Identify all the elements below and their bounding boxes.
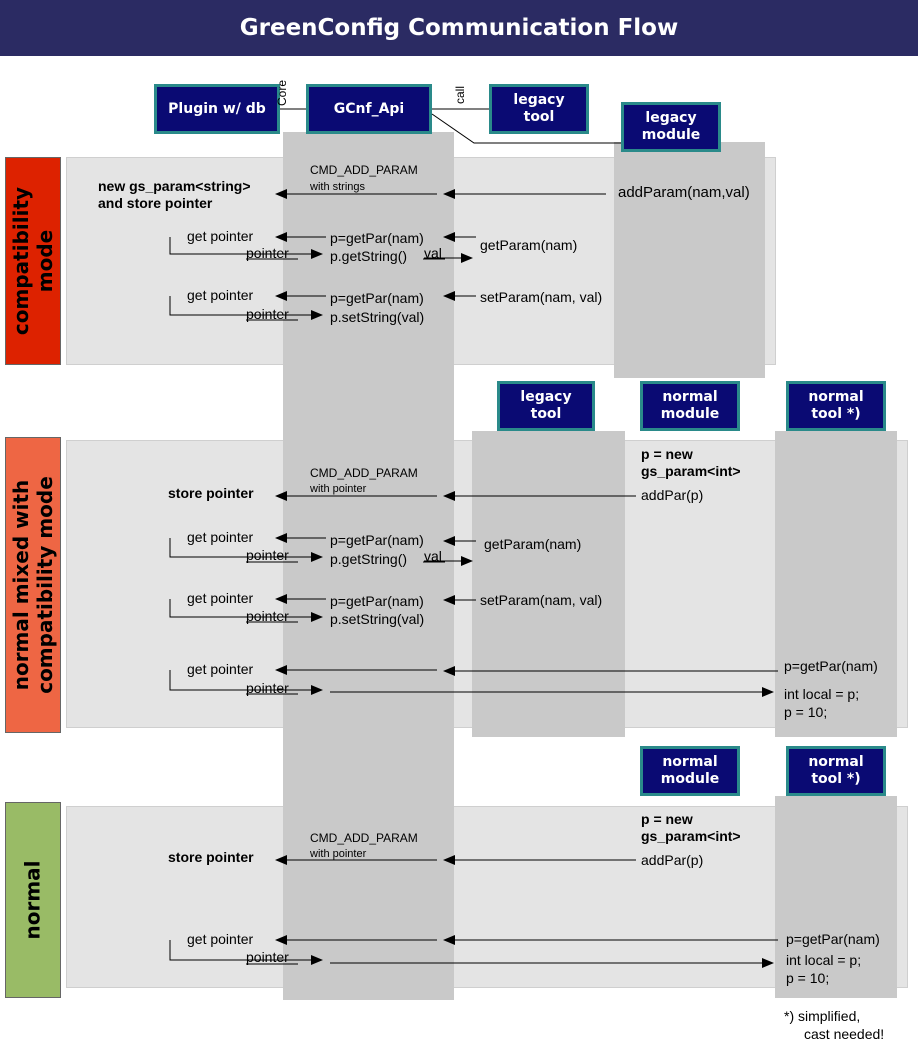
setstring-label: p.setString(val) bbox=[330, 611, 425, 627]
legacy-tool-top-box: legacy tool bbox=[489, 84, 589, 134]
val-label: val bbox=[424, 548, 442, 564]
mode-label-normal: normal bbox=[5, 802, 61, 998]
normal-module-mid-box: normal module bbox=[640, 381, 740, 431]
getpar-label: p=getPar(nam) bbox=[330, 532, 424, 548]
pointer-label: pointer bbox=[246, 680, 289, 696]
normal-tool-bottom-box: normal tool *) bbox=[786, 746, 886, 796]
setstring-label: p.setString(val) bbox=[330, 309, 425, 325]
normal-tool-getpar-label: p=getPar(nam) bbox=[784, 658, 878, 674]
getstring-label: p.getString() bbox=[330, 551, 408, 567]
normal-tool-mid-box: normal tool *) bbox=[786, 381, 886, 431]
gcnf-api-lifeline bbox=[283, 132, 454, 1000]
mode-label-mixed: normal mixed with compatibility mode bbox=[5, 437, 61, 733]
get-pointer-label: get pointer bbox=[187, 287, 254, 303]
get-param-call: getParam(nam) bbox=[484, 536, 582, 552]
with-pointer-label: with pointer bbox=[310, 848, 367, 860]
normal-tool-lifeline-bottom bbox=[775, 796, 897, 998]
cmd-add-param-label: CMD_ADD_PARAM bbox=[310, 163, 418, 177]
get-pointer-label: get pointer bbox=[187, 529, 254, 545]
get-pointer-label: get pointer bbox=[187, 228, 254, 244]
add-par-call: addPar(p) bbox=[641, 487, 704, 503]
get-pointer-label: get pointer bbox=[187, 590, 254, 606]
add-param-call: addParam(nam,val) bbox=[618, 184, 750, 201]
get-pointer-label: get pointer bbox=[187, 661, 254, 677]
footnote-line-2: cast needed! bbox=[804, 1026, 885, 1042]
pointer-label: pointer bbox=[246, 608, 289, 624]
normal-tool-lifeline-mid bbox=[775, 431, 897, 737]
plugin-box: Plugin w/ db bbox=[154, 84, 280, 134]
set-param-call: setParam(nam, val) bbox=[480, 289, 603, 305]
with-pointer-label: with pointer bbox=[310, 483, 367, 495]
add-par-call: addPar(p) bbox=[641, 852, 704, 868]
legacy-module-top-box: legacy module bbox=[621, 102, 721, 152]
pointer-label: pointer bbox=[246, 949, 289, 965]
pointer-label: pointer bbox=[246, 306, 289, 322]
cmd-add-param-label: CMD_ADD_PARAM bbox=[310, 831, 418, 845]
and-store-pointer-label: and store pointer bbox=[98, 195, 213, 211]
page-title: GreenConfig Communication Flow bbox=[0, 0, 918, 56]
get-pointer-label: get pointer bbox=[187, 931, 254, 947]
new-gs-param-string-label: new gs_param<string> bbox=[98, 178, 251, 194]
set-param-call: setParam(nam, val) bbox=[480, 592, 603, 608]
normal-tool-getpar-label: p=getPar(nam) bbox=[786, 931, 880, 947]
store-pointer-label: store pointer bbox=[168, 485, 254, 501]
getpar-label: p=getPar(nam) bbox=[330, 230, 424, 246]
val-label: val bbox=[424, 245, 442, 261]
p-10-label: p = 10; bbox=[786, 970, 830, 986]
with-strings-label: with strings bbox=[310, 181, 366, 193]
getpar-label: p=getPar(nam) bbox=[330, 593, 424, 609]
store-pointer-label: store pointer bbox=[168, 849, 254, 865]
p-10-label: p = 10; bbox=[784, 704, 828, 720]
legacy-module-lifeline bbox=[614, 142, 765, 378]
gcnf-api-box: GCnf_Api bbox=[306, 84, 432, 134]
int-local-label: int local = p; bbox=[784, 686, 860, 702]
getpar-label: p=getPar(nam) bbox=[330, 290, 424, 306]
normal-section-panel bbox=[66, 806, 908, 988]
gs-param-int-label: gs_param<int> bbox=[641, 828, 741, 844]
getstring-label: p.getString() bbox=[330, 248, 408, 264]
pointer-label: pointer bbox=[246, 547, 289, 563]
int-local-label: int local = p; bbox=[786, 952, 862, 968]
p-new-label: p = new bbox=[641, 811, 693, 827]
get-param-call: getParam(nam) bbox=[480, 237, 578, 253]
mode-label-compatibility: compatibility mode bbox=[5, 157, 61, 365]
legacy-tool-mid-box: legacy tool bbox=[497, 381, 595, 431]
p-new-label: p = new bbox=[641, 446, 693, 462]
legacy-tool-lifeline bbox=[472, 431, 625, 737]
footnote-line-1: *) simplified, bbox=[784, 1008, 861, 1024]
normal-module-bottom-box: normal module bbox=[640, 746, 740, 796]
cmd-add-param-label: CMD_ADD_PARAM bbox=[310, 466, 418, 480]
gs-param-int-label: gs_param<int> bbox=[641, 463, 741, 479]
pointer-label: pointer bbox=[246, 245, 289, 261]
